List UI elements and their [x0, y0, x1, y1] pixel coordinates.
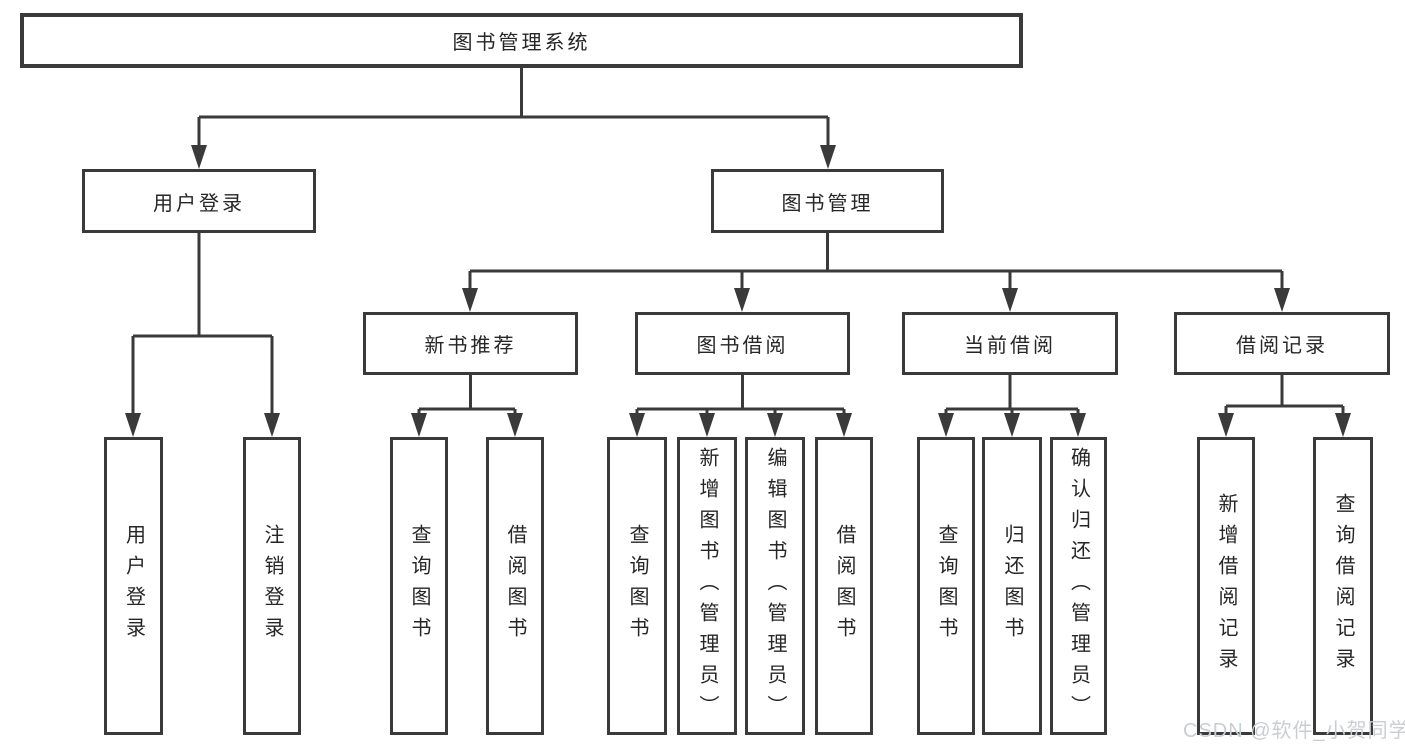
leaf-label: 查询图书 [935, 524, 957, 648]
node-book-borrowing: 图书借阅 [635, 312, 850, 375]
node-label: 图书管理系统 [452, 32, 591, 54]
leaf-return-books: 归还图书 [982, 437, 1042, 735]
node-book-management: 图书管理 [711, 169, 944, 233]
watermark-text: CSDN @软件_小贺同学 [1183, 720, 1405, 742]
arrowhead [507, 413, 523, 437]
leaf-label: 编辑图书（管理员） [764, 446, 786, 726]
node-label: 新书推荐 [424, 335, 517, 357]
leaf-edit-books-admin: 编辑图书（管理员） [745, 437, 805, 735]
arrowhead [836, 413, 852, 437]
leaf-label: 查询借阅记录 [1332, 493, 1354, 679]
node-label: 图书借阅 [696, 335, 789, 357]
arrowhead [820, 145, 836, 169]
arrowhead [411, 413, 427, 437]
arrowhead [191, 145, 207, 169]
node-user-login: 用户登录 [82, 169, 316, 233]
leaf-borrow-books-recommend: 借阅图书 [486, 437, 544, 735]
leaf-add-borrow-record: 新增借阅记录 [1197, 437, 1255, 735]
leaf-logout: 注销登录 [243, 437, 301, 735]
arrowhead [1274, 288, 1290, 312]
arrowhead [734, 288, 750, 312]
leaf-query-books-borrowing: 查询图书 [607, 437, 667, 735]
arrowhead [125, 413, 141, 437]
node-label: 用户登录 [153, 192, 245, 215]
arrowhead [767, 413, 783, 437]
node-new-book-recommend: 新书推荐 [363, 312, 578, 375]
arrowhead [1218, 413, 1234, 437]
arrowhead [629, 413, 645, 437]
leaf-borrow-books: 借阅图书 [815, 437, 873, 735]
leaf-label: 归还图书 [1001, 524, 1023, 648]
arrowhead [1070, 413, 1086, 437]
node-label: 借阅记录 [1236, 335, 1328, 357]
leaf-label: 注销登录 [261, 524, 283, 648]
arrowhead [1004, 413, 1020, 437]
arrowhead [1335, 413, 1351, 437]
leaf-query-books-recommend: 查询图书 [390, 437, 448, 735]
leaf-query-borrow-record: 查询借阅记录 [1313, 437, 1373, 735]
arrowhead [699, 413, 715, 437]
node-label: 当前借阅 [964, 335, 1056, 357]
node-borrowing-records: 借阅记录 [1174, 312, 1390, 375]
leaf-add-books-admin: 新增图书（管理员） [677, 437, 737, 735]
leaf-label: 用户登录 [122, 524, 145, 648]
arrowhead [938, 413, 954, 437]
leaf-query-books-current: 查询图书 [917, 437, 975, 735]
leaf-label: 新增图书（管理员） [696, 446, 718, 726]
node-label: 图书管理 [781, 192, 874, 215]
node-root-system: 图书管理系统 [20, 13, 1023, 68]
leaf-label: 查询图书 [626, 524, 648, 648]
arrowhead [264, 413, 280, 437]
leaf-label: 借阅图书 [504, 524, 526, 648]
leaf-label: 确认归还（管理员） [1067, 446, 1090, 726]
arrowhead [1002, 288, 1018, 312]
leaf-user-login: 用户登录 [104, 437, 163, 735]
node-current-borrowing: 当前借阅 [902, 312, 1118, 375]
leaf-label: 查询图书 [408, 524, 430, 648]
arrowhead [462, 288, 478, 312]
leaf-label: 新增借阅记录 [1215, 493, 1237, 679]
leaf-confirm-return-admin: 确认归还（管理员） [1050, 437, 1107, 735]
leaf-label: 借阅图书 [833, 524, 855, 648]
